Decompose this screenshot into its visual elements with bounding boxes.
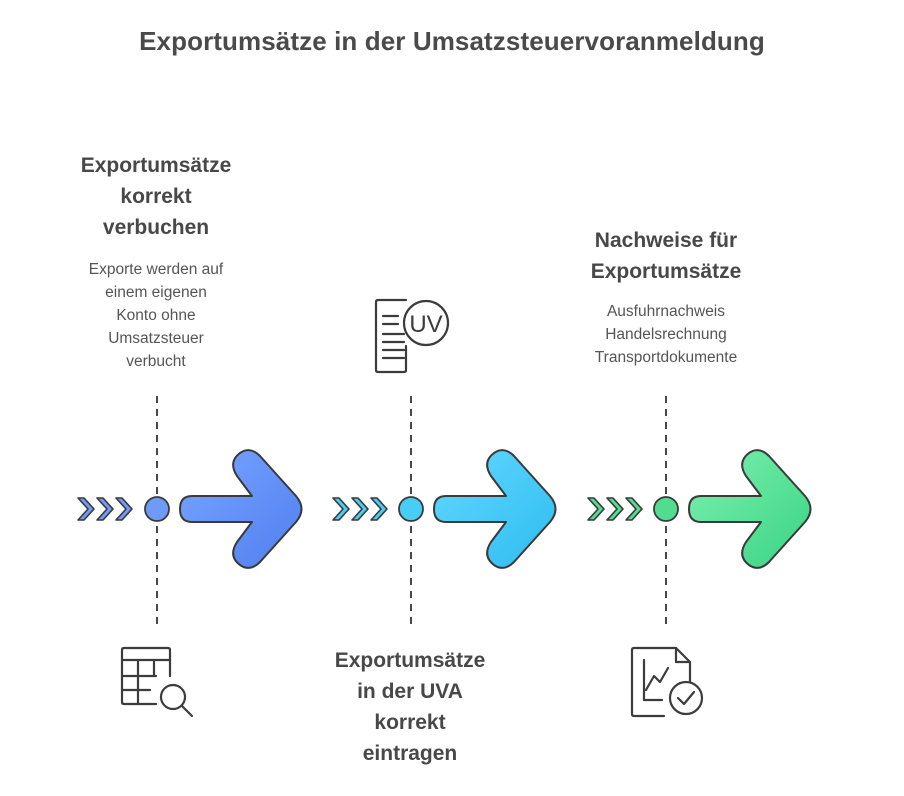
step-1-timeline [77,396,303,718]
step-3-description: Ausfuhrnachweis Handelsrechnung Transpor… [556,300,776,369]
chevron-icon [332,497,350,521]
chevron-icon [115,497,133,521]
chevron-icon [625,497,643,521]
step-3-node [653,496,679,522]
step-3-description-line: Handelsrechnung [605,326,727,343]
chevron-icon [370,497,388,521]
document-chart-check-icon [630,646,704,718]
step-3-description-line: Transportdokumente [594,349,738,366]
chevron-icon [96,497,114,521]
step-2-arrow [433,449,557,569]
step-1-description-line: einem eigenen [105,284,207,301]
chevron-icon [351,497,369,521]
step-3-description-line: Ausfuhrnachweis [606,303,726,320]
chevron-icon [77,497,95,521]
step-2-chevrons [332,497,388,521]
step-2-node [398,496,424,522]
step-3-arrow [688,449,812,569]
document-uv-icon [374,298,450,374]
step-1-description-line: Umsatzsteuer [108,330,204,347]
step-1-description-line: verbucht [126,353,186,370]
step-2-heading: Exportumsätze in der UVA korrekt eintrag… [334,649,486,765]
step-3-heading: Nachweise für Exportumsätze [590,229,742,283]
spreadsheet-search-icon [120,646,194,718]
step-1-description-line: Konto ohne [116,307,196,324]
step-3-timeline [587,396,812,718]
step-1-description-line: Exporte werden auf [88,261,224,278]
step-1-chevrons [77,497,133,521]
diagram-title: Exportumsätze in der Umsatzsteuervoranme… [139,26,765,56]
step-1-heading: Exportumsätze korrekt verbuchen [80,154,232,239]
step-2-timeline: UV [332,298,557,628]
chevron-icon [587,497,605,521]
chevron-icon [606,497,624,521]
document-uv-icon-label: UV [409,311,442,338]
step-3-chevrons [587,497,643,521]
step-1-node [144,496,170,522]
step-1-description: Exporte werden auf einem eigenen Konto o… [48,258,264,373]
step-1-arrow [179,449,303,569]
